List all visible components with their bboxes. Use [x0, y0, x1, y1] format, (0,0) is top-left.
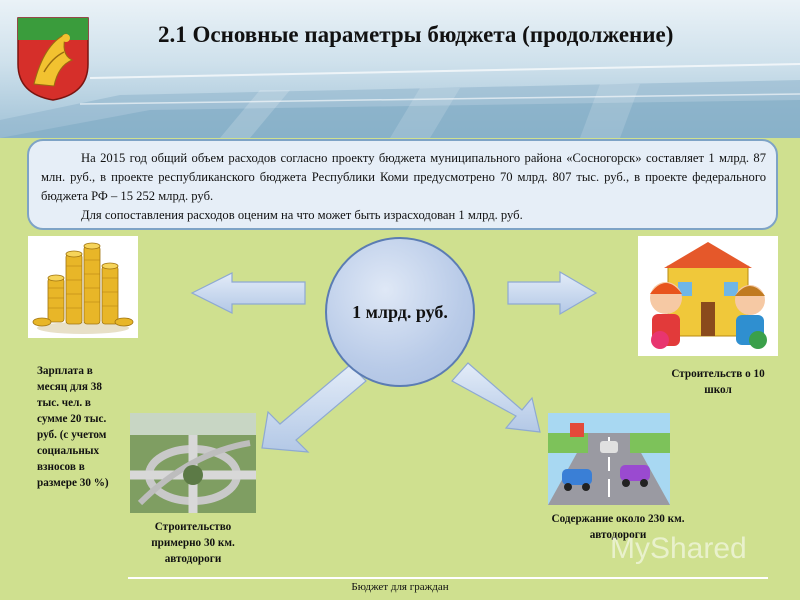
- street-cars-icon: [548, 413, 670, 505]
- coins-icon: [28, 236, 138, 338]
- header-decoration: [0, 63, 800, 138]
- footer-divider: [128, 577, 768, 579]
- caption-road-maintenance: Содержание около 230 км. автодороги: [551, 513, 685, 541]
- caption-salary: Зарплата в месяц для 38 тыс. чел. в сумм…: [37, 365, 109, 489]
- arrow-left: [190, 272, 306, 314]
- highway-interchange-icon: [130, 413, 256, 513]
- caption-schools: Строительств о 10 школ: [671, 368, 765, 396]
- arrow-down-left: [261, 364, 367, 453]
- watermark: MyShared: [610, 532, 747, 565]
- intro-text-box: На 2015 год общий объем расходов согласн…: [27, 139, 778, 230]
- intro-paragraph-2: Для сопоставления расходов оценим на что…: [81, 208, 523, 222]
- amount-circle: 1 млрд. руб.: [325, 237, 475, 387]
- arrow-down-right: [451, 362, 541, 433]
- arrow-right: [507, 270, 598, 316]
- caption-road-construction: Строительство примерно 30 км. автодороги: [151, 521, 235, 565]
- coat-of-arms-icon: [14, 14, 92, 102]
- intro-paragraph-1: На 2015 год общий объем расходов согласн…: [41, 151, 766, 203]
- page-title: 2.1 Основные параметры бюджета (продолже…: [158, 22, 674, 47]
- school-kids-icon: [638, 236, 778, 356]
- header-band: [0, 0, 800, 138]
- amount-label: 1 млрд. руб.: [352, 302, 448, 322]
- footer-text: Бюджет для граждан: [351, 581, 449, 593]
